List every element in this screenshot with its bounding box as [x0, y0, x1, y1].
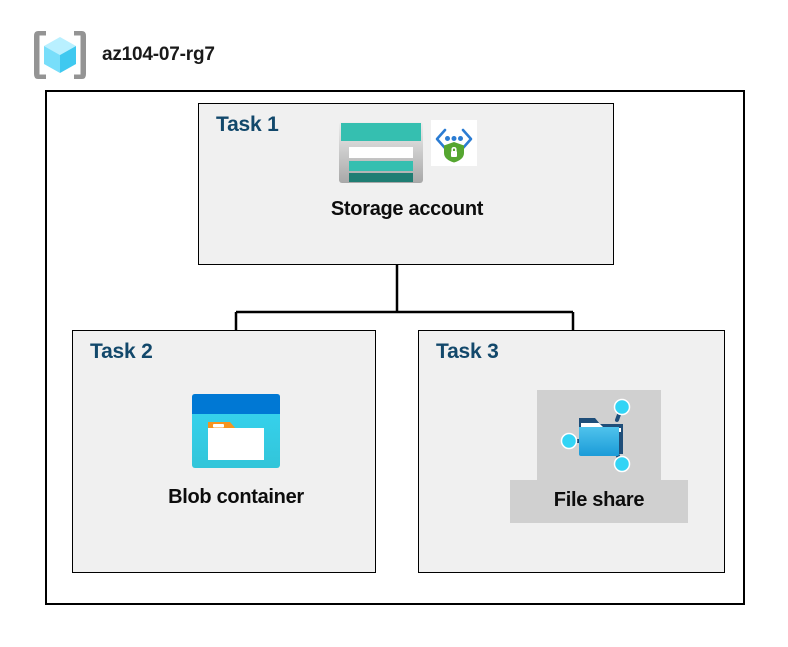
file-share-icon-highlight — [537, 390, 661, 480]
private-endpoint-secure-icon — [431, 120, 477, 166]
storage-account-icon — [339, 122, 423, 183]
node-file-share-caption: File share — [510, 480, 688, 523]
blob-container-icon — [192, 394, 280, 468]
node-file-share[interactable]: File share — [510, 390, 688, 523]
node-storage-account-caption: Storage account — [330, 198, 484, 220]
task-3-label: Task 3 — [436, 340, 499, 363]
resource-group-header: az104-07-rg7 — [32, 28, 215, 82]
node-blob-container[interactable]: Blob container — [130, 392, 342, 509]
task-1-container: Task 1 — [198, 103, 614, 265]
node-blob-container-caption: Blob container — [168, 486, 304, 508]
node-storage-account[interactable]: Storage account — [283, 120, 531, 221]
task-1-label: Task 1 — [216, 113, 279, 136]
resource-group-name: az104-07-rg7 — [102, 44, 215, 65]
resource-group-cube-icon — [34, 31, 86, 79]
task-2-label: Task 2 — [90, 340, 153, 363]
file-share-icon — [560, 398, 631, 473]
